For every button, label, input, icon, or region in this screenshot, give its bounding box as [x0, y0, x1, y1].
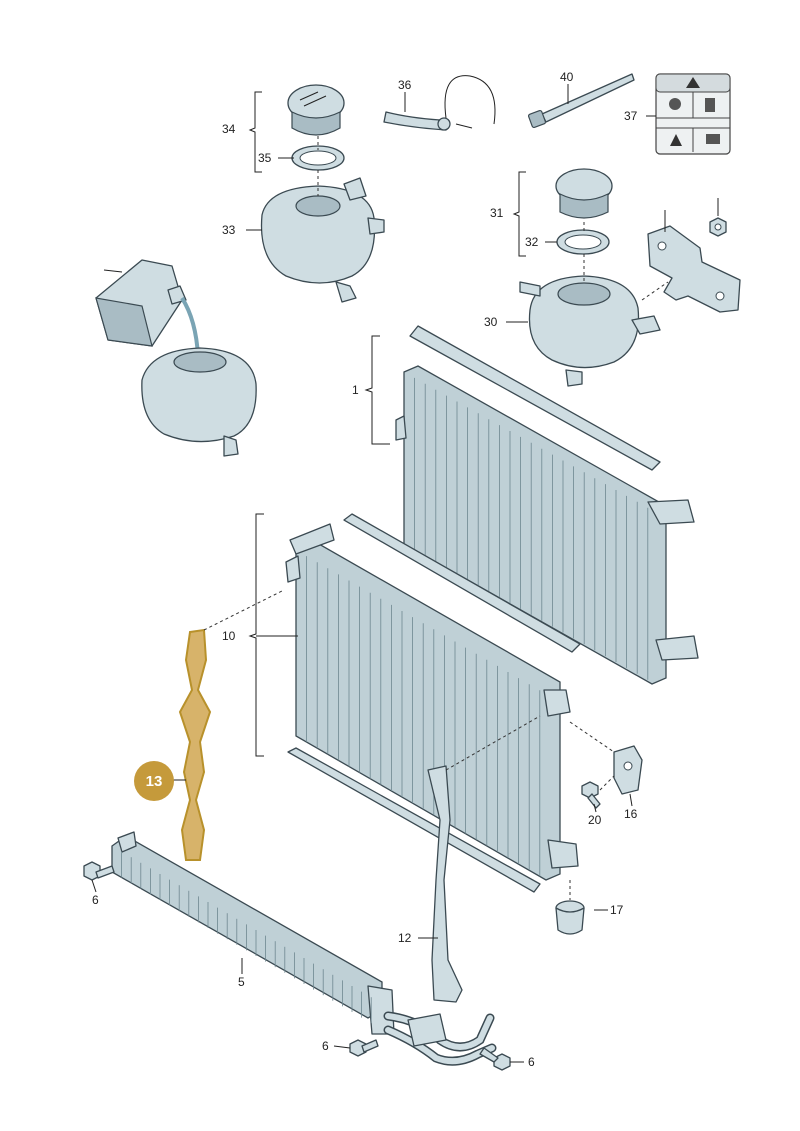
aux-cooler-5[interactable]	[111, 831, 395, 1035]
callout-6-bottom-left[interactable]: 6	[322, 1039, 329, 1053]
bracket-36[interactable]	[647, 225, 741, 313]
callout-30[interactable]: 30	[484, 315, 498, 329]
bolt-6-left[interactable]	[83, 861, 115, 881]
badge-13-label: 13	[146, 773, 163, 790]
callout-32[interactable]: 32	[525, 235, 539, 249]
callout-12[interactable]: 12	[398, 931, 412, 945]
callout-16[interactable]: 17	[610, 903, 624, 917]
bolt-17[interactable]	[581, 781, 601, 809]
bracket-15[interactable]	[613, 745, 643, 795]
reservoir-cap-21[interactable]	[287, 84, 345, 136]
callout-5[interactable]: 5	[238, 975, 245, 989]
cable-tie-35[interactable]	[527, 73, 635, 129]
clamp-33[interactable]	[383, 75, 496, 131]
radiator-1[interactable]	[395, 325, 699, 685]
callout-34[interactable]: 37	[624, 109, 638, 123]
highlight-badge-13[interactable]: 13	[134, 761, 174, 801]
bolt-6-bottom-right[interactable]	[479, 1047, 511, 1071]
reservoir-20[interactable]	[260, 177, 385, 303]
callout-31[interactable]: 31	[490, 206, 504, 220]
callout-35[interactable]: 40	[560, 70, 574, 84]
gasket-32[interactable]	[556, 229, 610, 255]
dashed-guides	[203, 136, 669, 900]
gasket-22[interactable]	[291, 145, 345, 171]
callout-17[interactable]: 20	[588, 813, 602, 827]
reservoir-cap-31[interactable]	[555, 168, 613, 219]
reservoir-30[interactable]	[519, 275, 661, 387]
bolt-6-bottom-left[interactable]	[349, 1039, 379, 1057]
warning-label-34[interactable]	[655, 73, 731, 155]
air-guide-12[interactable]	[427, 765, 463, 1003]
callout-22[interactable]: 35	[258, 151, 272, 165]
callout-1[interactable]: 1	[352, 383, 359, 397]
callout-15[interactable]: 16	[624, 807, 638, 821]
callout-33[interactable]: 36	[398, 78, 412, 92]
radiator-10[interactable]	[285, 513, 581, 893]
coolant-pipes[interactable]	[383, 1011, 497, 1066]
callout-21[interactable]: 34	[222, 122, 236, 136]
callout-20[interactable]: 33	[222, 223, 236, 237]
coolant-bottle-40[interactable]	[95, 259, 200, 357]
callout-10[interactable]: 10	[222, 629, 236, 643]
callout-6-left[interactable]: 6	[92, 893, 99, 907]
nut-37[interactable]	[709, 217, 727, 237]
reservoir-filling	[141, 347, 257, 457]
plug-16[interactable]	[555, 900, 585, 935]
callout-6-bottom-right[interactable]: 6	[528, 1055, 535, 1069]
leader-lines	[91, 84, 719, 1063]
seal-13[interactable]	[178, 628, 212, 861]
callout-labels: 34 35 33 36 40 37 31 32 30 1 10 12 5 6 6…	[92, 70, 638, 1069]
